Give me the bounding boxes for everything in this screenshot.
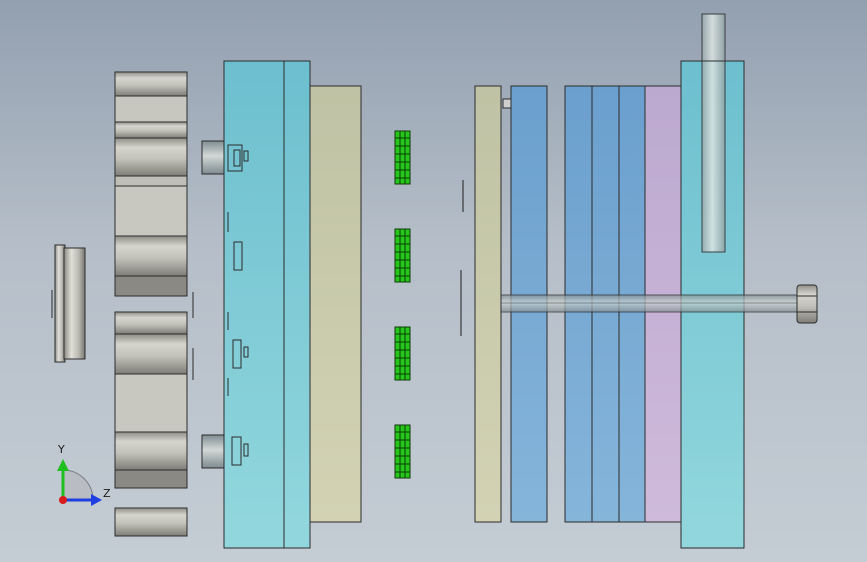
- green-insert-1[interactable]: [394, 130, 411, 185]
- sprue-bushing-rod[interactable]: [701, 13, 726, 253]
- cavity-plate-left[interactable]: [309, 85, 362, 523]
- bolt-head[interactable]: [796, 284, 818, 324]
- y-axis-arrowhead: [57, 459, 69, 471]
- axis-y-label: Y: [58, 443, 65, 456]
- green-insert-group[interactable]: [394, 130, 411, 479]
- ejector-rod[interactable]: [500, 294, 799, 313]
- coordinate-triad: [57, 459, 102, 506]
- left-cylinder-stack[interactable]: [114, 71, 194, 537]
- triad-plane-icon: [62, 469, 94, 501]
- origin-dot: [59, 496, 67, 504]
- green-insert-2[interactable]: [394, 228, 411, 283]
- axis-z-label: Z: [103, 487, 111, 500]
- clamp-plate-left[interactable]: [223, 60, 311, 549]
- z-axis-arrowhead: [91, 494, 102, 506]
- cavity-plate-right[interactable]: [474, 85, 502, 523]
- locating-ring[interactable]: [51, 244, 86, 363]
- green-insert-3[interactable]: [394, 326, 411, 381]
- green-insert-4[interactable]: [394, 424, 411, 479]
- parting-line-marks: [460, 180, 464, 336]
